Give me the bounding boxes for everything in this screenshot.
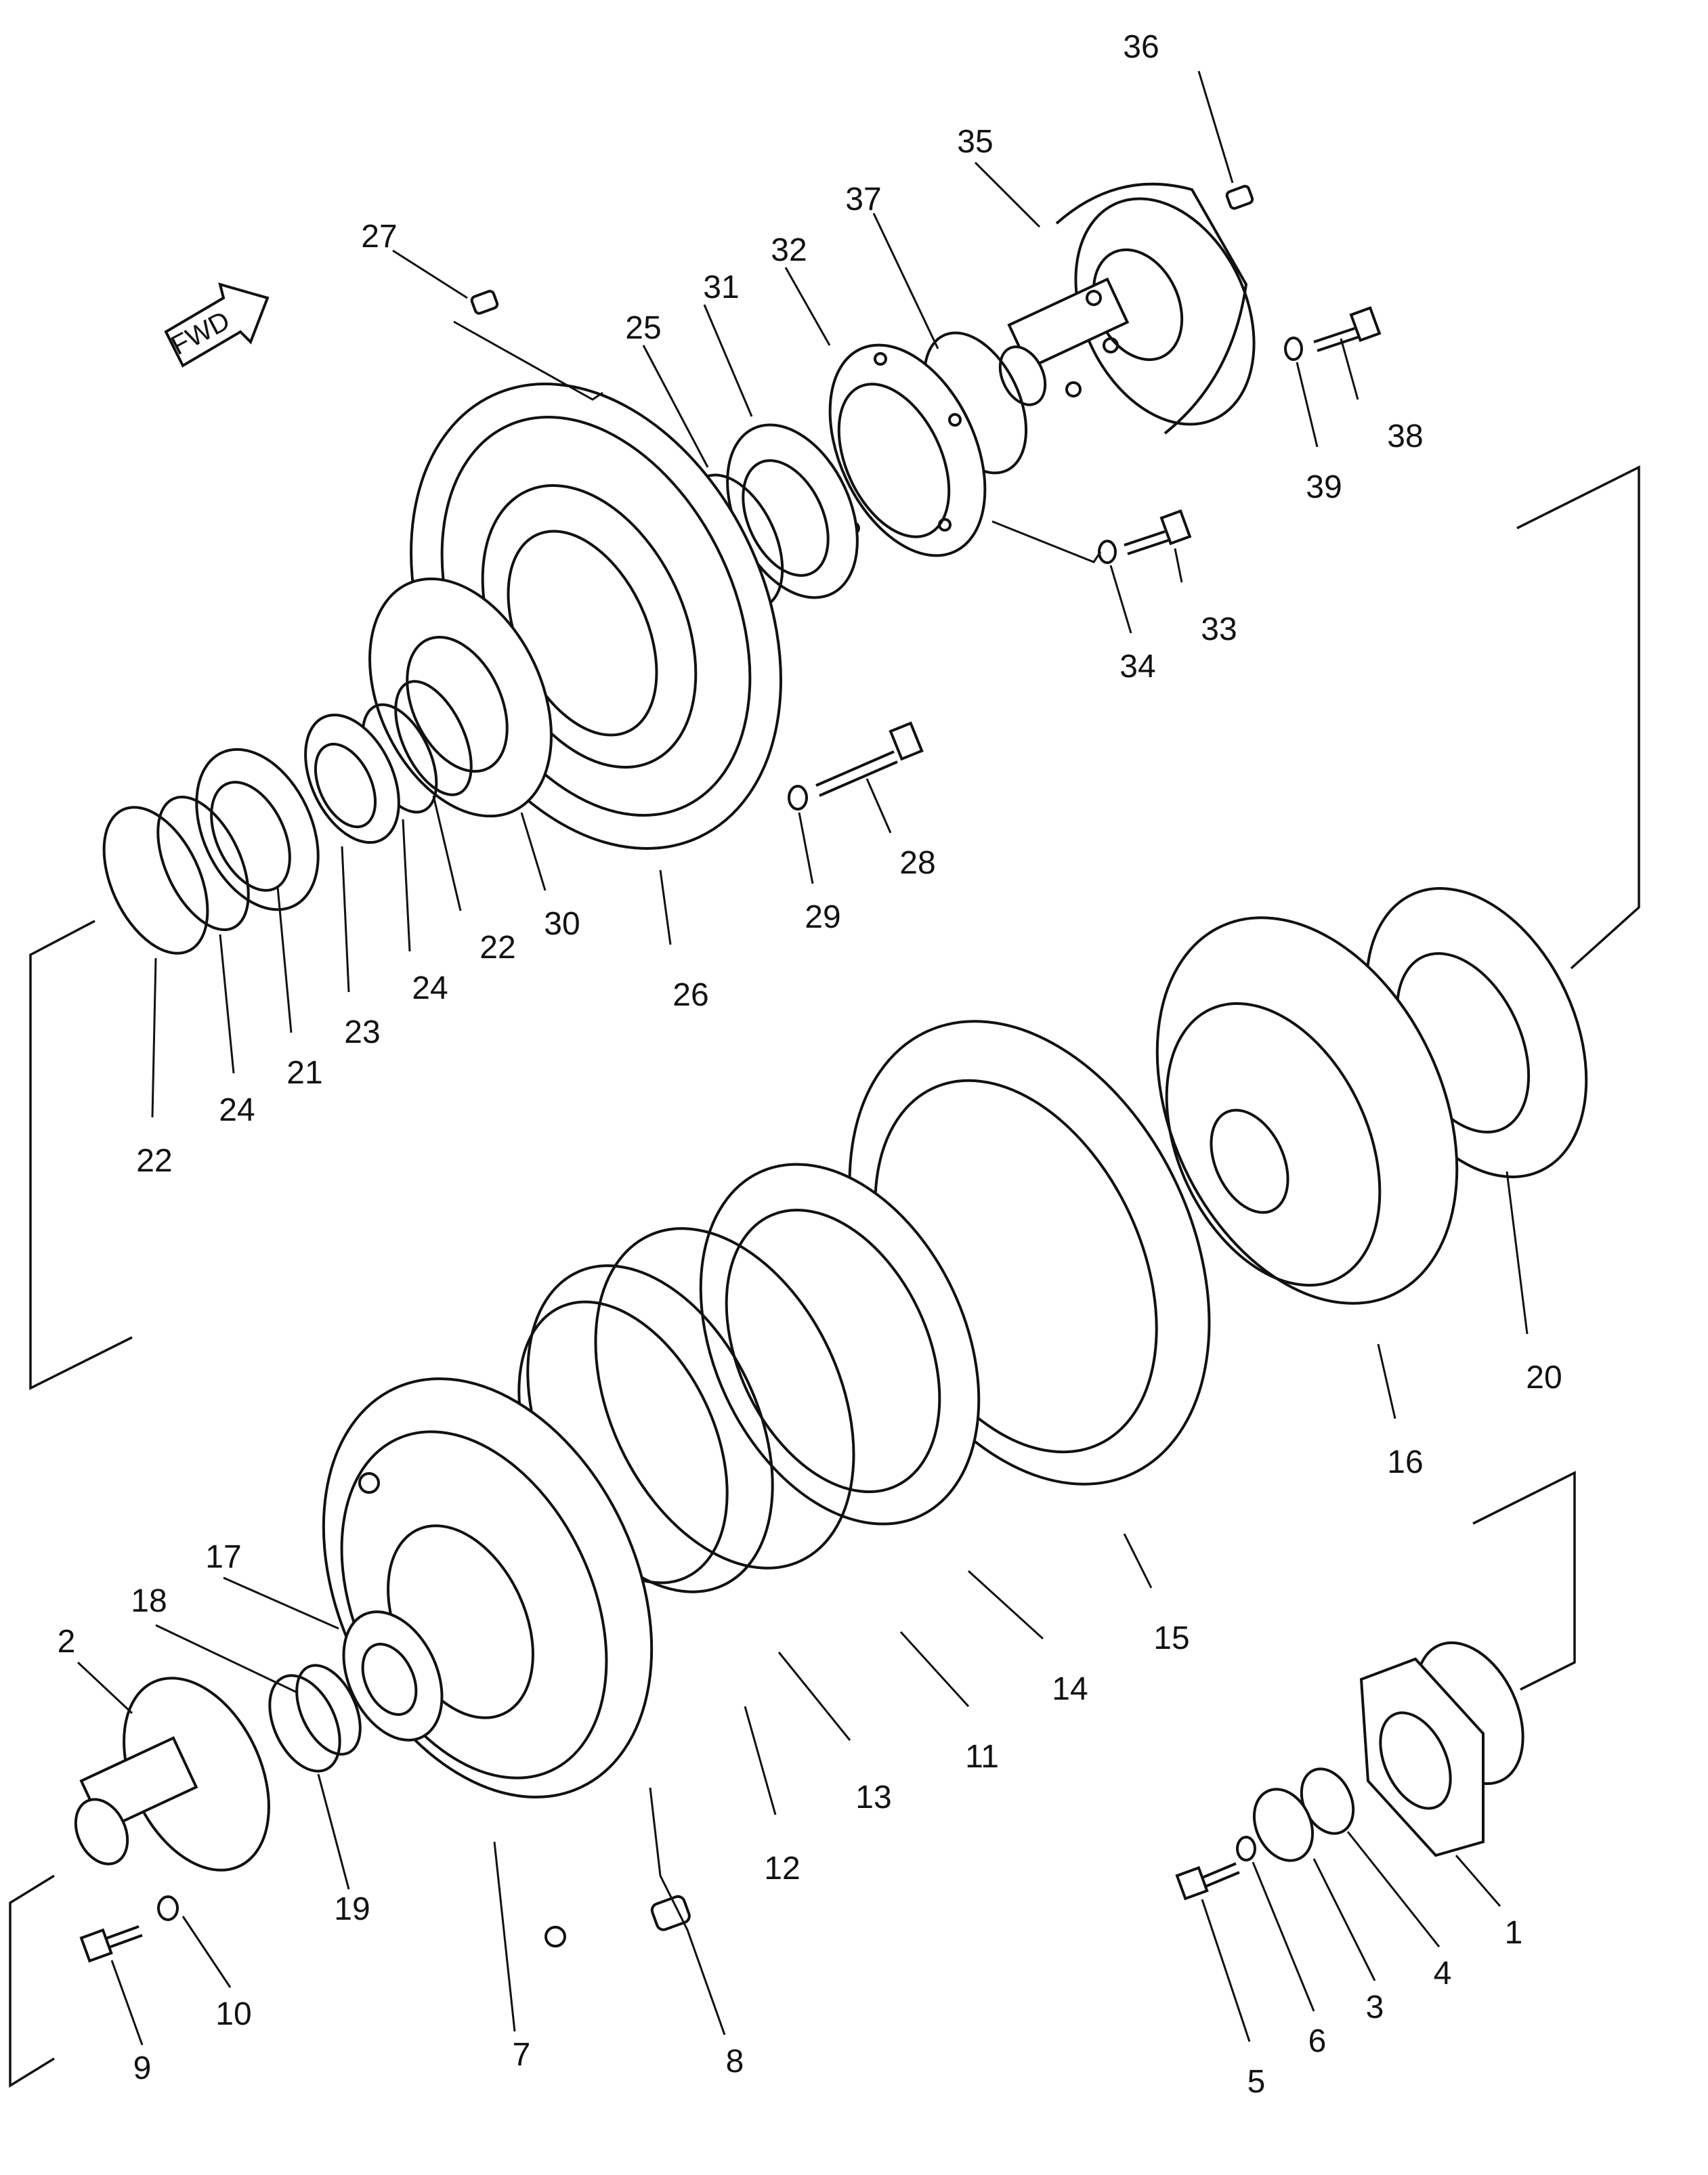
callout-21: 21 [286,1055,322,1091]
part-30-carrier [368,577,553,818]
part-21-gear [195,748,320,911]
callout-23: 23 [344,1014,380,1050]
callout-36: 36 [1123,29,1159,65]
callout-13: 13 [855,1780,891,1815]
callout-6: 6 [1308,2023,1327,2059]
callout-10: 10 [215,1996,251,2032]
callout-12: 12 [764,1851,800,1887]
callout-22-upper: 22 [479,930,515,966]
callout-15: 15 [1153,1620,1189,1656]
callout-1: 1 [1505,1915,1523,1951]
callout-35: 35 [957,124,993,160]
part-24-ring-outer [156,796,250,931]
callout-28: 28 [899,845,935,881]
part-18-ring [295,1664,362,1756]
part-39-washer [1284,337,1303,361]
callout-33: 33 [1201,611,1237,647]
callout-27: 27 [361,219,397,255]
callout-2: 2 [58,1624,76,1660]
callout-16: 16 [1387,1444,1423,1480]
callout-24-lower: 24 [219,1092,255,1128]
part-36-plug [1225,185,1254,210]
part-27-plug [470,290,499,315]
callout-4: 4 [1434,1956,1452,1991]
part-34-washer [1098,540,1117,564]
callout-29: 29 [805,899,840,935]
part-9-bolt [79,1925,143,1963]
callout-20: 20 [1526,1360,1562,1396]
callout-38: 38 [1387,418,1423,454]
part-8-plug [650,1895,691,1931]
part-16-impeller [1155,916,1459,1305]
bracket-upper-right [1516,465,1640,970]
callout-17: 17 [205,1539,241,1575]
part-38-bolt [1313,306,1382,352]
callout-9: 9 [133,2050,152,2086]
part-11-ring [594,1227,855,1570]
callout-31: 31 [703,270,739,305]
part-19-ring [268,1674,341,1773]
callout-8: 8 [726,2044,744,2080]
part-31-bearing [726,423,859,599]
part-14-plate [699,1163,981,1526]
part-6-washer [1236,1836,1256,1861]
callout-7: 7 [513,2037,531,2073]
callout-37: 37 [845,181,881,217]
callout-34: 34 [1119,649,1155,685]
callout-11: 11 [965,1739,999,1775]
callout-3: 3 [1366,1989,1384,2025]
callout-19: 19 [334,1891,370,1927]
leader-lines [77,70,1529,2046]
callout-26: 26 [672,977,708,1013]
callouts: 36 35 37 32 31 25 27 38 39 33 34 28 29 3… [58,29,1562,2100]
bracket-left [29,920,133,1390]
part-32-retainer [828,343,987,557]
callout-25: 25 [625,310,661,346]
bracket-lower-right [1472,1471,1576,1691]
part-22-ring-inner [394,680,473,796]
part-17-bearing [342,1610,444,1742]
callout-24-upper: 24 [412,970,448,1006]
callout-39: 39 [1306,469,1342,505]
callout-32: 32 [771,232,807,268]
part-29-washer [788,785,808,811]
part-35-housing [998,182,1256,435]
callout-14: 14 [1052,1671,1088,1707]
part-1-yoke [1359,1641,1524,1857]
part-3-cap [1252,1788,1315,1862]
callout-22-lower: 22 [136,1143,172,1179]
part-5-bolt [1175,1862,1240,1901]
part-23-bearing [304,713,400,844]
part-28-bolt [815,721,924,797]
part-2-input-flange [74,1677,270,1872]
fwd-arrow: FWD [164,282,270,368]
callout-30: 30 [544,906,580,942]
callout-5: 5 [1247,2064,1266,2100]
part-33-bolt [1124,509,1192,555]
callout-18: 18 [131,1583,167,1619]
part-10-washer [157,1895,179,1921]
bracket-lower-left [9,1874,55,2088]
part-7-front-housing [322,1377,654,1947]
part-22-ring-outer [102,806,209,955]
